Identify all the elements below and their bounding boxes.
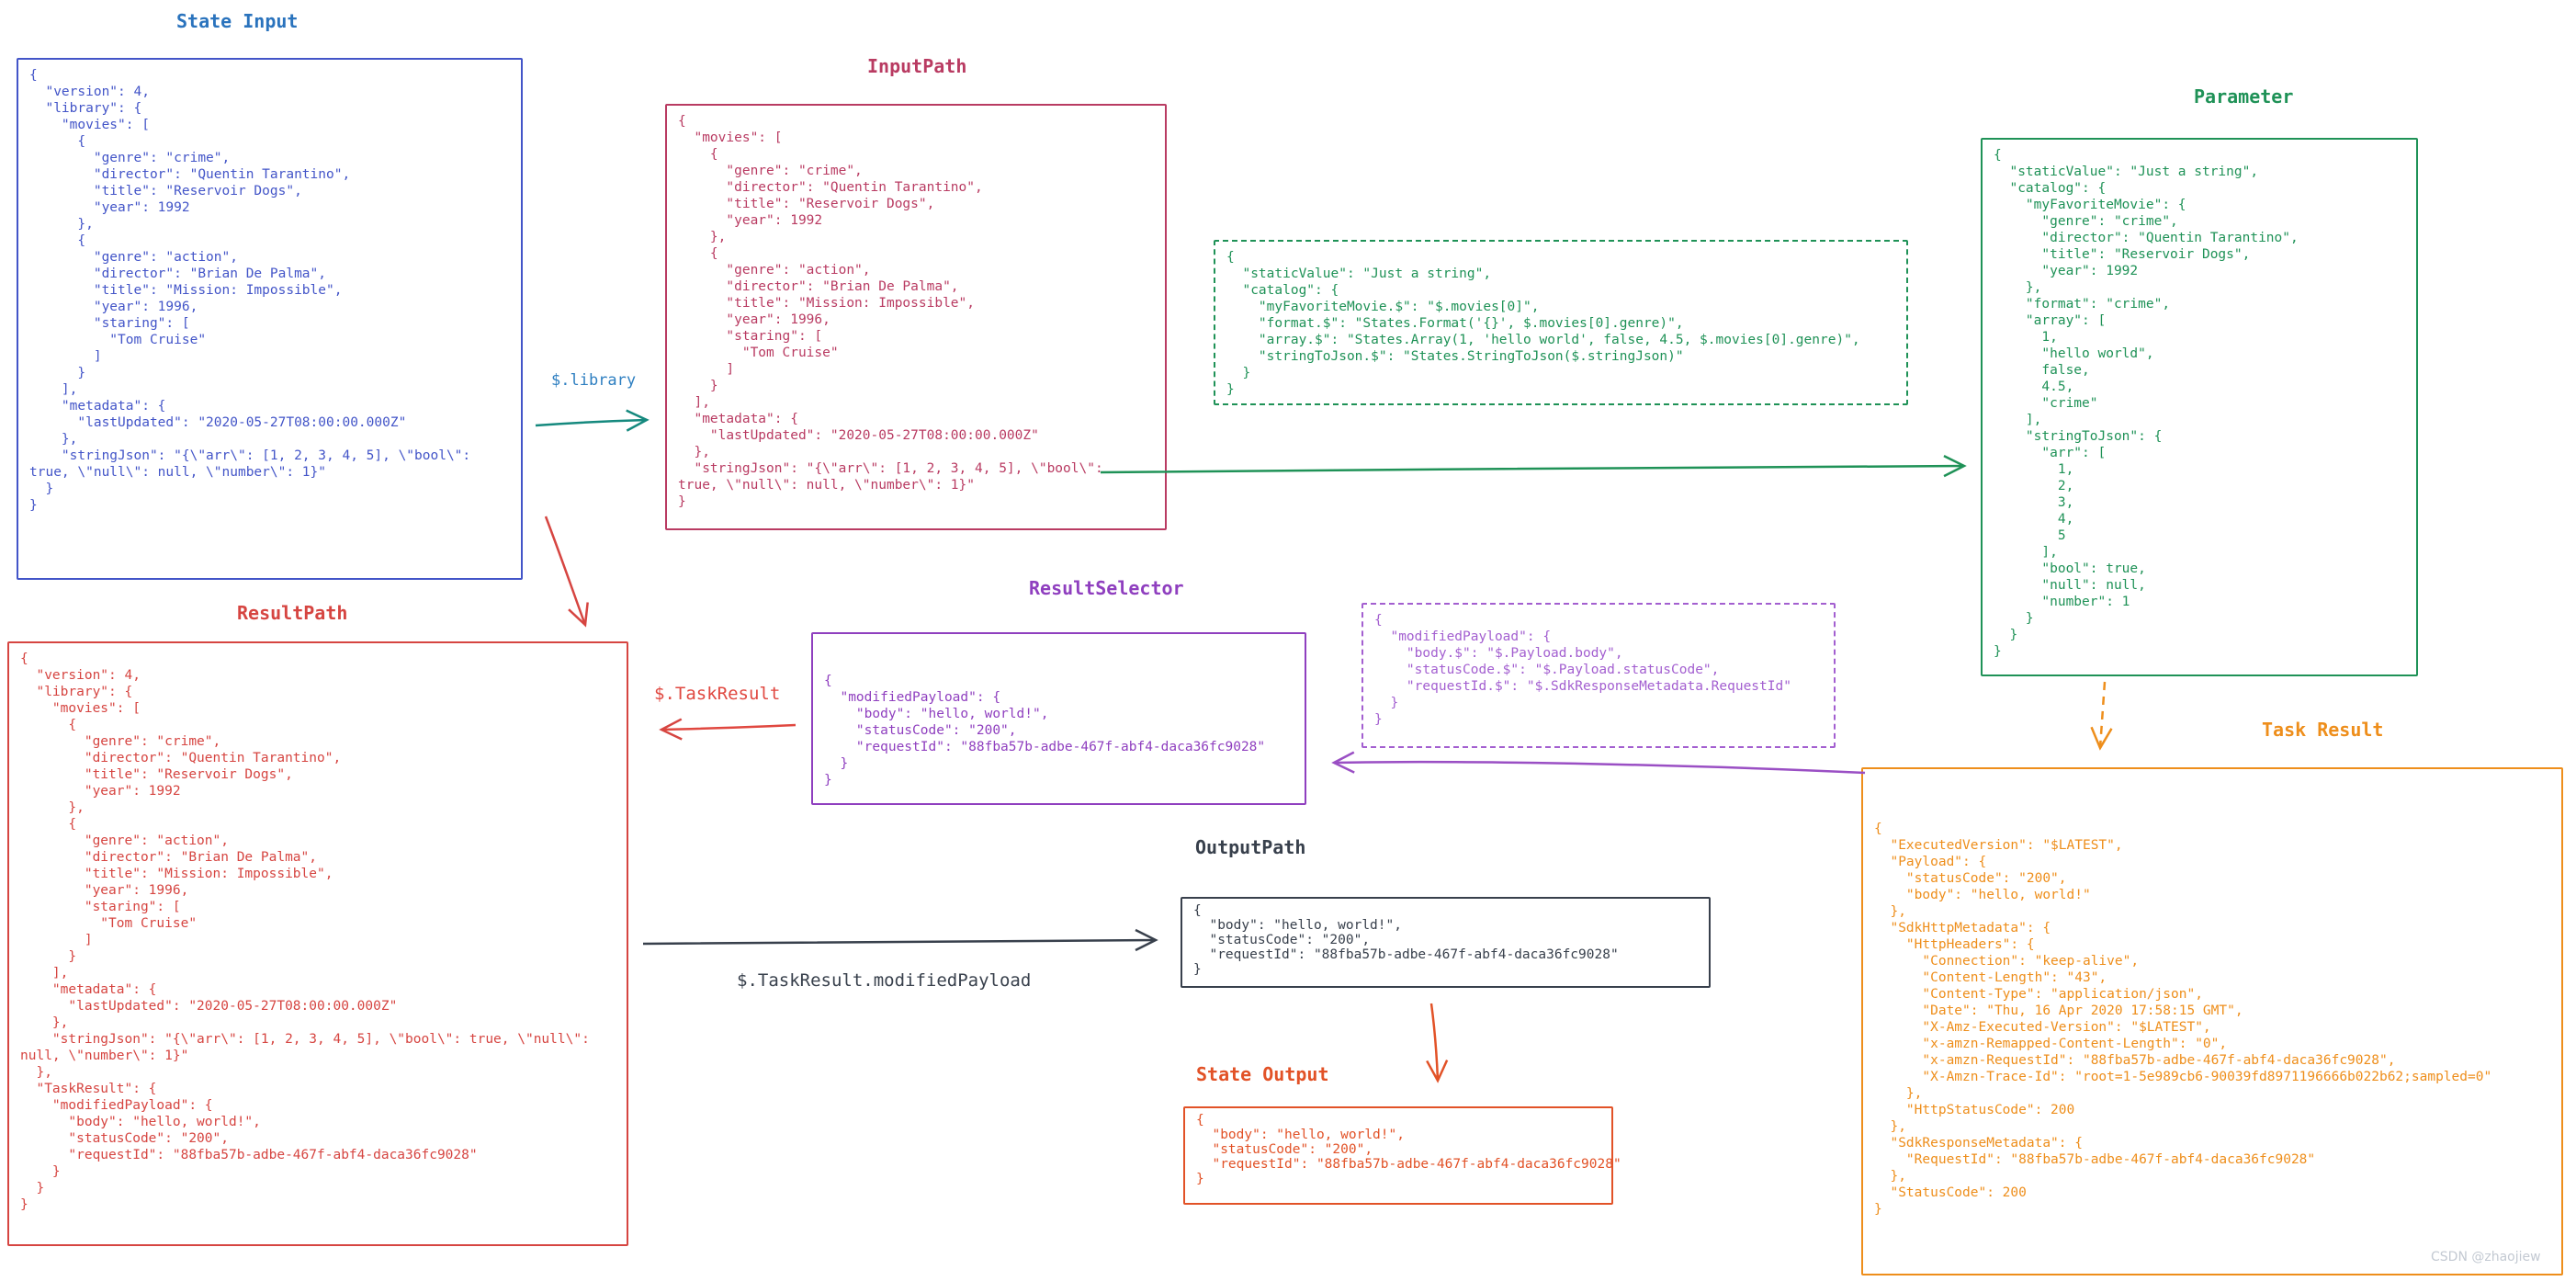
input-path-title: InputPath [867, 55, 967, 77]
result-selector-template-json: { "modifiedPayload": { "body.$": "$.Payl… [1374, 613, 1791, 727]
parameters-template-box: { "staticValue": "Just a string", "catal… [1214, 240, 1908, 405]
output-path-json: { "body": "hello, world!", "statusCode":… [1193, 903, 1619, 977]
output-path-box: { "body": "hello, world!", "statusCode":… [1181, 897, 1711, 988]
parameter-title: Parameter [2194, 85, 2294, 108]
arrow-task-result-to-result-selector [1331, 751, 1866, 775]
result-path-box: { "version": 4, "library": { "movies": [… [7, 641, 628, 1246]
result-path-title: ResultPath [237, 602, 348, 624]
parameter-json: { "staticValue": "Just a string", "catal… [1994, 148, 2299, 659]
csdn-watermark: CSDN @zhaojiew [2431, 1250, 2541, 1264]
state-output-json: { "body": "hello, world!", "statusCode":… [1196, 1113, 1621, 1186]
output-path-title: OutputPath [1195, 836, 1306, 858]
arrow-output-path-to-state-output [1426, 1003, 1449, 1083]
state-input-box: { "version": 4, "library": { "movies": [… [17, 58, 523, 580]
arrow-state-input-to-input-path [535, 409, 650, 432]
arrow-parameter-to-task-result-dashed [2090, 681, 2113, 751]
result-selector-box: { "modifiedPayload": { "body": "hello, w… [811, 632, 1306, 805]
arrow-input-path-to-parameter [1100, 454, 1967, 478]
task-result-title: Task Result [2262, 719, 2384, 741]
library-edge-label: $.library [551, 371, 637, 390]
modified-payload-edge-label: $.TaskResult.modifiedPayload [737, 970, 1032, 991]
state-output-box: { "body": "hello, world!", "statusCode":… [1183, 1106, 1621, 1205]
task-result-edge-label: $.TaskResult [654, 684, 781, 704]
result-selector-json: { "modifiedPayload": { "body": "hello, w… [824, 674, 1266, 788]
parameter-box: { "staticValue": "Just a string", "catal… [1981, 138, 2418, 676]
task-result-json: { "ExecutedVersion": "$LATEST", "Payload… [1874, 822, 2492, 1217]
result-selector-template-box: { "modifiedPayload": { "body.$": "$.Payl… [1361, 603, 1836, 748]
result-path-json: { "version": 4, "library": { "movies": [… [20, 652, 590, 1212]
arrow-state-input-to-result-path [544, 516, 589, 628]
state-input-json: { "version": 4, "library": { "movies": [… [29, 68, 471, 513]
input-path-json: { "movies": [ { "genre": "crime", "direc… [678, 114, 1103, 509]
task-result-box: { "ExecutedVersion": "$LATEST", "Payload… [1861, 767, 2563, 1275]
state-input-title: State Input [176, 10, 299, 32]
state-output-title: State Output [1196, 1063, 1329, 1085]
arrow-result-path-to-output-path [642, 928, 1158, 952]
arrow-result-selector-to-result-path [659, 718, 797, 741]
input-path-box: { "movies": [ { "genre": "crime", "direc… [665, 104, 1167, 530]
parameters-template-json: { "staticValue": "Just a string", "catal… [1226, 250, 1860, 397]
result-selector-title: ResultSelector [1029, 577, 1184, 599]
